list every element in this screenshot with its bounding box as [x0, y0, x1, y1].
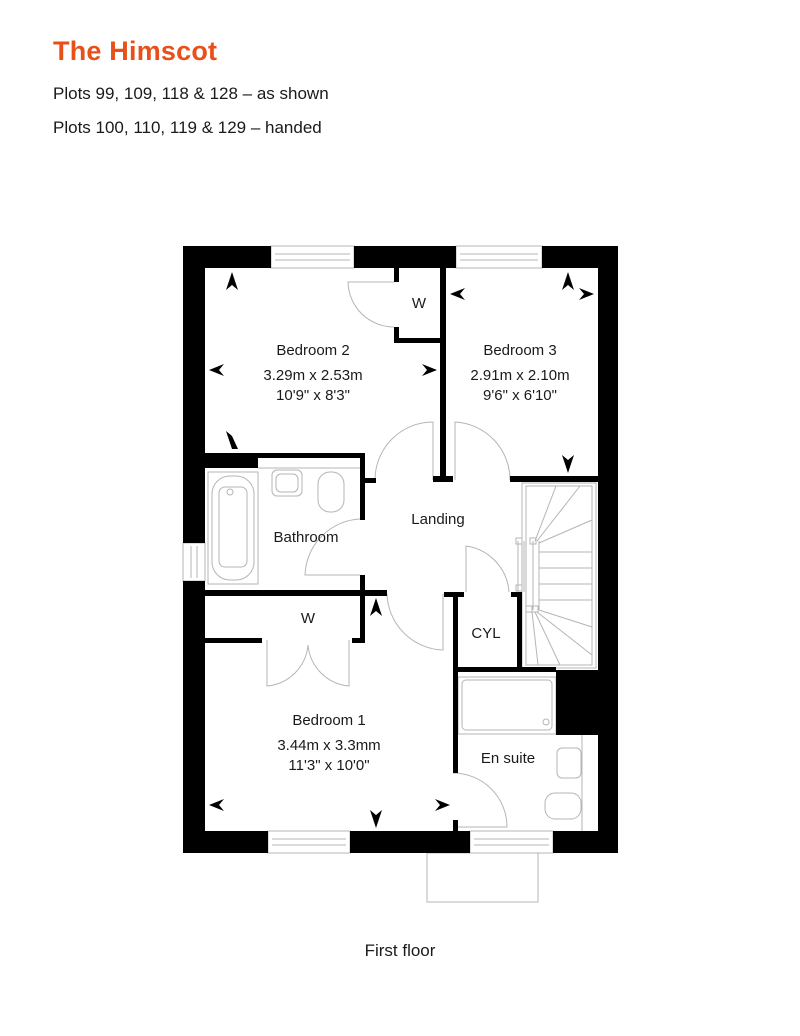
- room-landing: Landing: [411, 510, 464, 535]
- room-name: En suite: [480, 750, 536, 767]
- room-bedroom-1: Bedroom 1 3.44m x 3.3mm 11'3" x 10'0": [277, 711, 380, 776]
- room-name: Bedroom 2: [276, 342, 350, 359]
- floor-label: First floor: [364, 941, 436, 960]
- room-metric: 2.91m x 2.10m: [470, 367, 570, 384]
- room-name: Bathroom: [273, 529, 339, 546]
- room-bathroom: Bathroom: [273, 528, 338, 553]
- room-metric: 3.44m x 3.3mm: [277, 737, 381, 754]
- wardrobe-bedroom-1: W: [301, 609, 315, 634]
- room-name: Bedroom 1: [292, 712, 366, 729]
- room-name: Bedroom 3: [483, 342, 557, 359]
- room-bedroom-3: Bedroom 3 2.91m x 2.10m 9'6" x 6'10": [470, 341, 569, 406]
- room-en-suite: En suite: [481, 749, 535, 774]
- wardrobe-label: W: [300, 610, 316, 627]
- plots-as-shown: Plots 99, 109, 118 & 128 – as shown: [53, 84, 329, 103]
- wardrobe-bedroom-2: W: [412, 294, 426, 319]
- room-cylinder: CYL: [471, 624, 500, 649]
- plots-handed: Plots 100, 110, 119 & 129 – handed: [53, 118, 322, 137]
- room-name: CYL: [471, 625, 501, 642]
- room-imperial: 10'9" x 8'3": [276, 387, 350, 404]
- property-title: The Himscot: [53, 36, 218, 66]
- room-metric: 3.29m x 2.53m: [263, 367, 363, 384]
- room-name: Landing: [411, 511, 465, 528]
- room-imperial: 9'6" x 6'10": [483, 387, 557, 404]
- room-imperial: 11'3" x 10'0": [288, 757, 370, 774]
- wardrobe-label: W: [411, 295, 427, 312]
- room-bedroom-2: Bedroom 2 3.29m x 2.53m 10'9" x 8'3": [263, 341, 362, 406]
